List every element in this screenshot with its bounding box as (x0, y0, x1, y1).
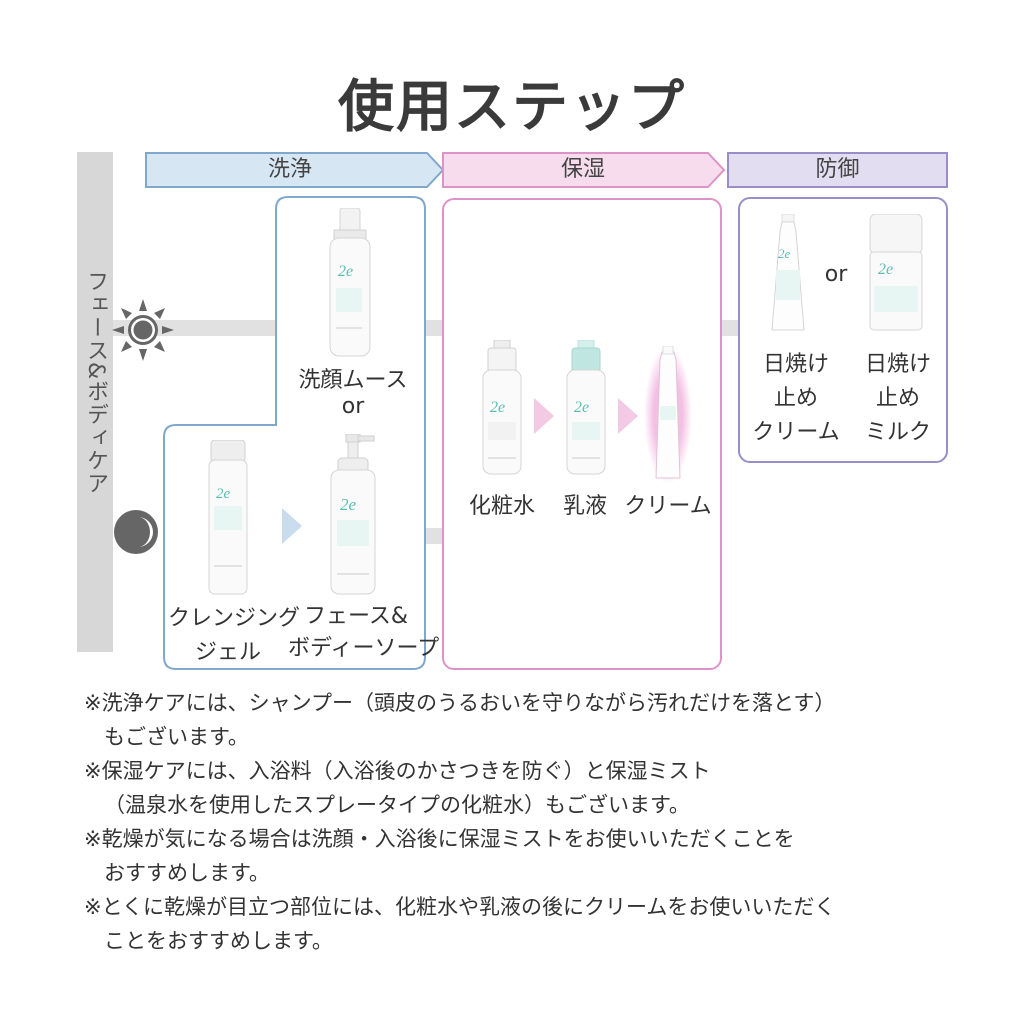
svg-text:2e: 2e (778, 246, 791, 261)
or-text-wash: or (341, 394, 365, 419)
lotion-bottle: 2e (482, 340, 522, 475)
night-line-connector (423, 528, 445, 544)
label-sun-milk-2: 止め (875, 386, 920, 411)
svg-text:2e: 2e (338, 263, 353, 280)
note-3-line-2: おすすめします。 (104, 861, 270, 885)
label-emulsion: 乳液 (562, 494, 607, 519)
note-4-line-1: ※とくに乾燥が目立つ部位には、化粧水や乳液の後にクリームをお使いいただく (84, 895, 836, 919)
cleansing-gel-bottle: 2e (208, 440, 248, 595)
label-soap-line1: フェース& (303, 604, 409, 629)
emulsion-bottle: 2e (566, 340, 606, 475)
sunscreen-milk-bottle: 2e (869, 214, 923, 331)
note-2-line-2: （温泉水を使用したスプレータイプの化粧水）もございます。 (104, 793, 690, 817)
sunscreen-cream-tube: 2e (771, 214, 805, 331)
label-sun-cream-3: クリーム (752, 420, 840, 445)
page-title: 使用ステップ (338, 75, 686, 140)
wash-box (163, 196, 426, 670)
side-label: フェース&ボディケア (83, 270, 108, 496)
label-sun-cream-1: 日焼け (762, 352, 829, 377)
svg-text:2e: 2e (216, 486, 231, 502)
label-sun-milk-3: ミルク (864, 420, 931, 445)
cream-tube (644, 346, 692, 484)
sun-icon (112, 299, 174, 361)
body-soap-bottle: 2e (330, 434, 376, 595)
svg-text:2e: 2e (574, 399, 589, 416)
note-4-line-2: ことをおすすめします。 (104, 929, 333, 953)
label-cream: クリーム (624, 494, 712, 519)
svg-text:2e: 2e (878, 261, 893, 278)
phase-banner-protect (727, 152, 948, 188)
phase-banner-wash (145, 152, 445, 188)
step-arrow-moisture-2 (618, 398, 638, 434)
day-line-connector (423, 320, 445, 336)
step-arrow-moisture-1 (534, 398, 554, 434)
note-2-line-1: ※保湿ケアには、入浴料（入浴後のかさつきを防ぐ）と保湿ミスト (84, 759, 711, 783)
or-text-protect: or (824, 262, 848, 287)
phase-label-moisture: 保湿 (560, 157, 605, 182)
label-sun-cream-2: 止め (773, 386, 818, 411)
label-lotion: 化粧水 (468, 494, 535, 519)
moon-icon (114, 510, 158, 554)
notes-block: ※洗浄ケアには、シャンプー（頭皮のうるおいを守りながら汚れだけを落とす） もござ… (84, 686, 964, 958)
note-3-line-1: ※乾燥が気になる場合は洗顔・入浴後に保湿ミストをお使いいただくことを (84, 827, 795, 851)
label-foaming-wash: 洗顔ムース (298, 368, 408, 393)
phase-banner-moisture (442, 152, 726, 188)
label-cleansing-line1: クレンジング (168, 606, 301, 631)
note-1-line-1: ※洗浄ケアには、シャンプー（頭皮のうるおいを守りながら汚れだけを落とす） (84, 691, 836, 715)
note-1-line-2: もございます。 (104, 725, 249, 749)
timeline-bar (77, 152, 113, 652)
phase-label-wash: 洗浄 (267, 157, 312, 182)
day-line-connector-2 (720, 320, 742, 336)
foaming-wash-bottle: 2e (329, 208, 371, 357)
step-arrow-wash (282, 508, 302, 544)
phase-label-protect: 防御 (815, 157, 860, 182)
label-cleansing-line2: ジェル (194, 640, 261, 665)
svg-text:2e: 2e (340, 495, 357, 514)
svg-text:2e: 2e (490, 399, 505, 416)
label-sun-milk-1: 日焼け (864, 352, 931, 377)
label-soap-line2: ボディーソープ (288, 636, 440, 661)
